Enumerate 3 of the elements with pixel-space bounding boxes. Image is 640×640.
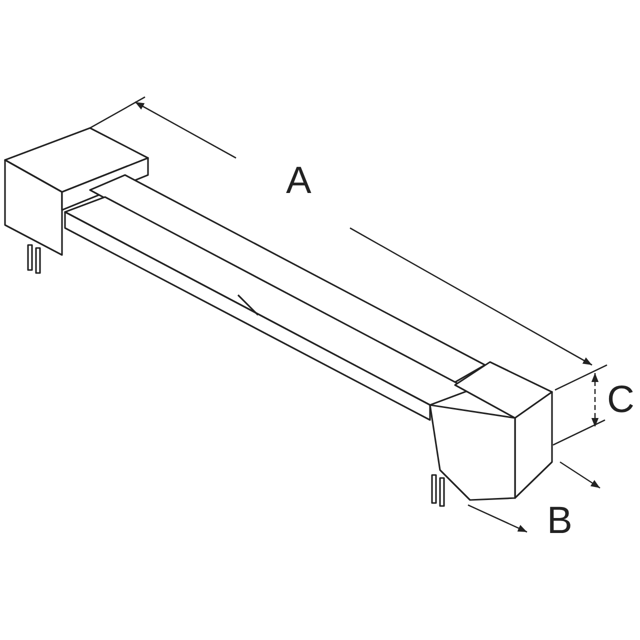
- dimension-label: A: [286, 162, 312, 200]
- dimension-label: B: [547, 502, 572, 540]
- dimension-label: C: [607, 381, 634, 419]
